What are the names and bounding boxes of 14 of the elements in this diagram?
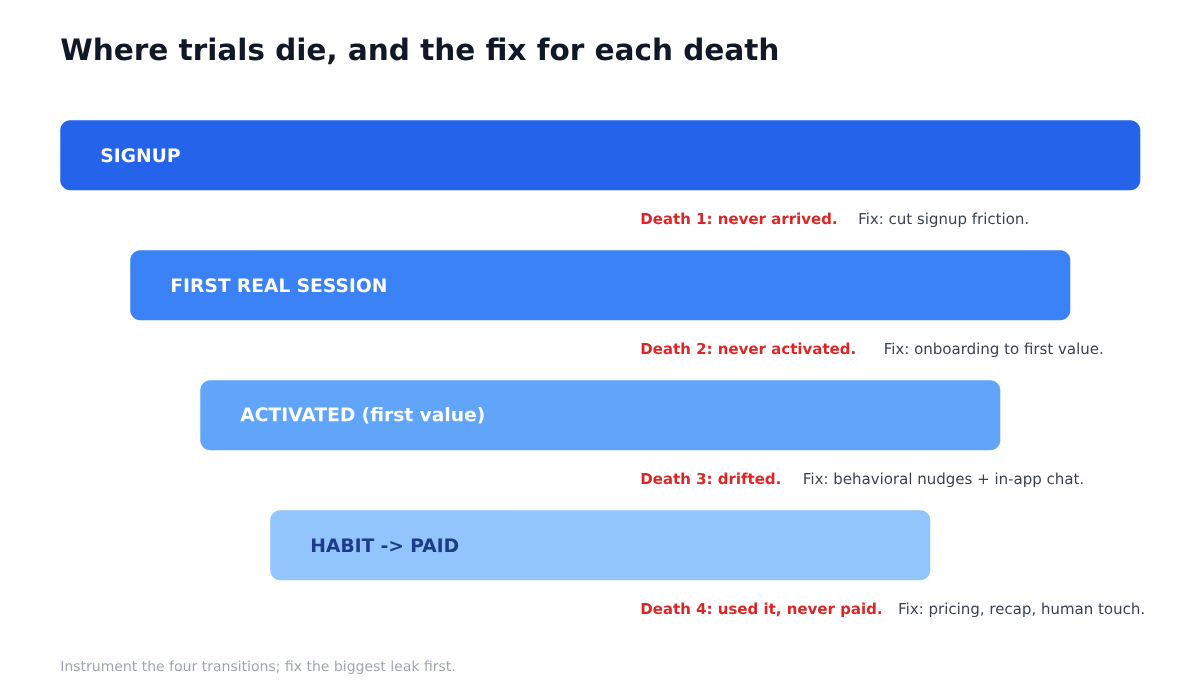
death-label: Death 2: never activated. bbox=[641, 342, 855, 355]
stage-bar: SIGNUP bbox=[60, 120, 1141, 191]
fix-label: Fix: cut signup friction. bbox=[859, 212, 1028, 228]
fix-label: Fix: onboarding to first value. bbox=[885, 342, 1103, 358]
stage-bar: HABIT -> PAID bbox=[270, 510, 931, 581]
fix-label: Fix: pricing, recap, human touch. bbox=[899, 602, 1144, 618]
stage-bar: FIRST REAL SESSION bbox=[130, 250, 1071, 321]
stage-bar: ACTIVATED (first value) bbox=[200, 380, 1001, 451]
death-label: Death 1: never arrived. bbox=[641, 212, 837, 225]
death-label: Death 3: drifted. bbox=[641, 472, 780, 485]
death-label: Death 4: used it, never paid. bbox=[641, 602, 882, 618]
caption: Instrument the four transitions; fix the biggest leak first. bbox=[61, 660, 455, 674]
title: Where trials die, and the fix for each death bbox=[61, 37, 778, 65]
fix-label: Fix: behavioral nudges + in-app chat. bbox=[804, 472, 1083, 488]
